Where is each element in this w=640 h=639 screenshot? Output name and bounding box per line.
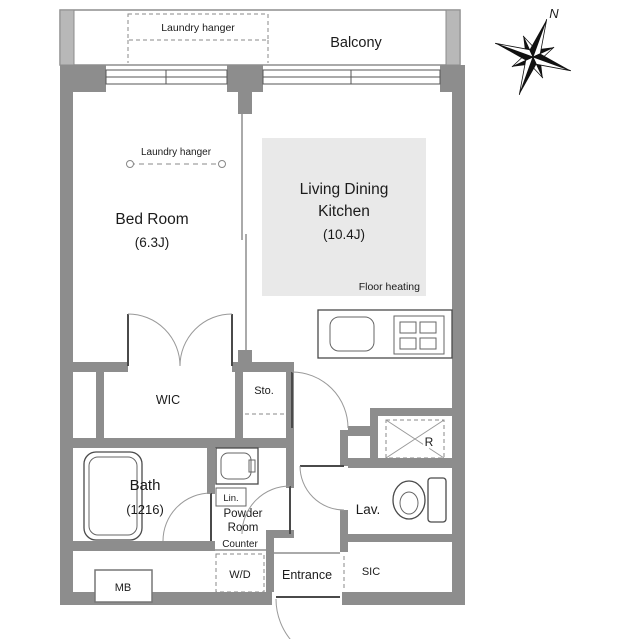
washer-dryer-label: W/D	[229, 569, 250, 581]
floor-heating-label: Floor heating	[359, 281, 420, 293]
compass-north-label: N	[549, 6, 559, 21]
balcony-label: Balcony	[330, 35, 382, 51]
washer-dryer-space	[215, 553, 265, 593]
balcony-floor	[59, 9, 461, 66]
storage-label: Sto.	[254, 385, 274, 397]
wic-door-leaves	[127, 314, 233, 366]
wic-door-arc	[127, 313, 181, 367]
room-lavatory: Lav.	[299, 465, 447, 523]
sic-label: SIC	[362, 566, 380, 578]
linen-shelf	[215, 487, 247, 507]
balcony-left-cap	[59, 9, 75, 66]
room-entrance: Entrance	[274, 552, 340, 639]
ldk-door-arc	[291, 371, 349, 429]
faucet-icon	[248, 459, 256, 473]
linen-label: Lin.	[223, 493, 238, 504]
bathtub-icon	[83, 451, 143, 541]
balcony-laundry-hanger-label: Laundry hanger	[161, 22, 235, 34]
kitchen-counter	[317, 309, 453, 359]
bath-label: Bath	[130, 477, 161, 494]
room-bedroom: Bed Room (6.3J) Laundry hanger	[115, 147, 226, 250]
walls	[60, 65, 465, 605]
floor-heating-area	[262, 138, 426, 296]
lavatory-door-arc	[299, 465, 345, 511]
meter-box-label: MB	[115, 582, 132, 594]
windows	[105, 69, 441, 85]
compass-north-icon: N	[495, 6, 571, 95]
sliding-door-partition	[241, 114, 247, 350]
wic-label: WIC	[156, 393, 180, 407]
room-powder: Lin. Powder Room Counter W/D	[215, 447, 291, 593]
room-sic: SIC	[343, 556, 380, 590]
ldk-label-line2: Kitchen	[318, 203, 370, 220]
room-ldk: Living Dining Kitchen (10.4J) Floor heat…	[262, 138, 453, 359]
balcony: Laundry hanger Balcony	[59, 9, 461, 66]
laundry-hanger-poles	[127, 40, 269, 63]
stove-icon	[393, 315, 445, 355]
laundry-hanger-end	[218, 160, 226, 168]
lavatory-label: Lav.	[356, 502, 381, 517]
powder-room-label-line1: Powder	[224, 508, 263, 520]
entrance-label: Entrance	[282, 568, 332, 582]
powder-door-arc	[241, 485, 291, 535]
bath-size: (1216)	[126, 502, 164, 517]
powder-room-label-line2: Room	[228, 522, 259, 534]
laundry-hanger-box	[127, 13, 269, 41]
room-bath: Bath (1216)	[83, 451, 212, 542]
bedroom-size: (6.3J)	[135, 235, 170, 250]
balcony-right-cap	[445, 9, 461, 66]
bedroom-laundry-hanger-label: Laundry hanger	[141, 147, 212, 158]
meter-box: MB	[94, 569, 153, 603]
bath-door-arc	[162, 492, 212, 542]
toilet-tank	[427, 477, 447, 523]
room-storage: Sto.	[245, 385, 284, 415]
toilet-icon	[392, 480, 426, 520]
ldk-size: (10.4J)	[323, 227, 365, 242]
refrigerator-space: R	[385, 419, 445, 459]
entrance-door-arc	[275, 598, 291, 639]
counter-label: Counter	[222, 539, 258, 550]
refrigerator-label: R	[425, 435, 434, 449]
ldk-label-line1: Living Dining	[300, 181, 389, 198]
room-wic: WIC	[127, 313, 233, 407]
laundry-hanger-end	[126, 160, 134, 168]
bedroom-label: Bed Room	[115, 211, 188, 228]
wic-door-arc	[179, 313, 233, 367]
kitchen-sink-icon	[329, 316, 375, 352]
